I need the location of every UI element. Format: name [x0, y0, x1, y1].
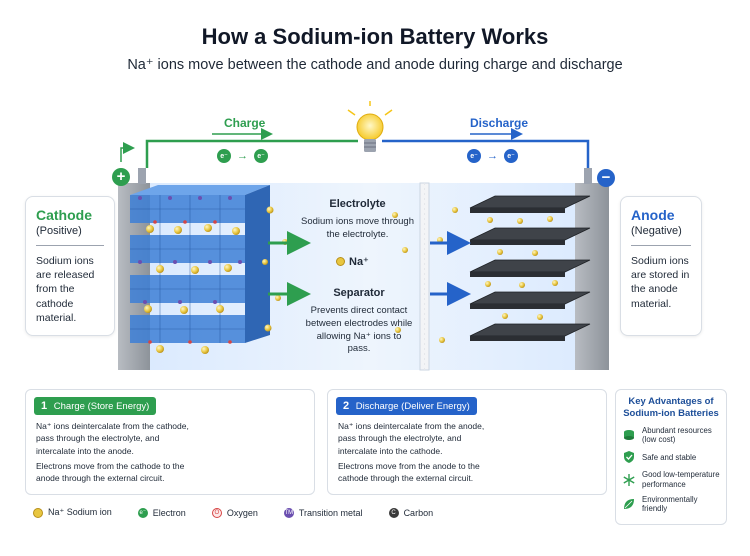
advantages-list: Abundant resources (low cost) Safe and s…: [616, 424, 726, 516]
anode-collector: [575, 183, 609, 370]
step-paragraph-1: Na⁺ ions deintercalate from the anode, p…: [338, 421, 485, 456]
separator-info: Separator Prevents direct contact betwee…: [305, 287, 413, 356]
electron-icon: e⁻: [467, 149, 481, 163]
electron-icon: e⁻: [137, 507, 148, 518]
anode-title: Anode: [631, 207, 675, 223]
plus-sign: +: [116, 168, 126, 185]
step-paragraph-2: Electrons move from the anode to the cat…: [338, 461, 480, 484]
minus-sign: −: [601, 169, 611, 186]
flow-arrow: →: [487, 150, 498, 162]
charge-label: Charge: [224, 116, 266, 130]
discharge-step-badge: 2 Discharge (Deliver Energy): [336, 396, 477, 415]
charge-electron-flow: e⁻ → e⁻: [217, 149, 268, 163]
step-paragraph-2: Electrons move from the cathode to the a…: [36, 461, 185, 484]
advantage-label: Good low-temperature performance: [642, 470, 720, 489]
legend-label: Electron: [152, 507, 186, 518]
cathode-material: [130, 185, 270, 354]
cathode-title: Cathode: [36, 207, 92, 223]
legend-item-carbon: C Carbon: [388, 507, 434, 518]
electrolyte-info: Electrolyte Sodium ions move through the…: [300, 198, 415, 242]
page-subtitle: Na⁺ ions move between the cathode and an…: [127, 57, 623, 73]
advantages-card: Key Advantages of Sodium-ion Batteries A…: [615, 389, 727, 525]
cathode-card: Cathode (Positive) Sodium ions are relea…: [25, 196, 115, 336]
positive-terminal-icon: [112, 168, 130, 186]
charge-step-badge: 1 Charge (Store Energy): [34, 396, 157, 415]
flow-arrow: →: [237, 150, 248, 162]
discharge-step-card: 2 Discharge (Deliver Energy) Na⁺ ions de…: [327, 389, 607, 495]
legend-label: Carbon: [403, 507, 434, 518]
page-title: How a Sodium-ion Battery Works: [201, 24, 549, 49]
electron-icon: e⁻: [254, 149, 268, 163]
advantage-item: Safe and stable: [622, 450, 720, 464]
advantages-title: Key Advantages of Sodium-ion Batteries: [623, 396, 719, 419]
electrolyte-description: Sodium ions move through the electrolyte…: [300, 216, 414, 240]
light-bulb-icon: [347, 101, 393, 152]
oxygen-icon: O: [211, 507, 222, 518]
advantage-item: Environmentally friendly: [622, 495, 720, 514]
charge-wire: [145, 139, 358, 168]
sodium-ion-label: Na⁺: [349, 256, 369, 268]
legend-label: Transition metal: [298, 507, 363, 518]
divider: [36, 245, 104, 246]
advantage-label: Environmentally friendly: [642, 495, 698, 514]
separator-description: Prevents direct contact between electrod…: [305, 305, 413, 355]
anode-subtitle: (Negative): [631, 225, 682, 237]
legend-item-transition-metal: TM Transition metal: [283, 507, 363, 518]
step-title: Charge (Store Energy): [53, 401, 150, 412]
step-number: 1: [41, 400, 48, 412]
negative-terminal-icon: [597, 169, 615, 187]
divider: [631, 245, 691, 246]
discharge-wire: [382, 139, 590, 168]
legend-item-electron: e⁻ Electron: [137, 507, 186, 518]
transition-metal-icon: TM: [283, 507, 294, 518]
legend-label: Oxygen: [226, 507, 258, 518]
anode-material: [469, 195, 591, 341]
discharge-label: Discharge: [470, 116, 529, 130]
advantage-item: Good low-temperature performance: [622, 470, 720, 489]
sodium-ion-icon: [336, 257, 345, 266]
charge-step-card: 1 Charge (Store Energy) Na⁺ ions deinter…: [25, 389, 315, 495]
coins-icon: [624, 430, 634, 441]
advantage-label: Abundant resources (low cost): [642, 425, 712, 445]
discharge-electron-flow: e⁻ → e⁻: [467, 149, 518, 163]
legend: Na⁺ Sodium ion e⁻ Electron O Oxygen TM T…: [33, 507, 433, 518]
advantage-label: Safe and stable: [642, 452, 697, 462]
carbon-icon: C: [388, 507, 399, 518]
anode-card: Anode (Negative) Sodium ions are stored …: [620, 196, 702, 336]
separator-membrane: [419, 182, 430, 371]
legend-item-sodium: Na⁺ Sodium ion: [33, 507, 112, 518]
advantage-item: Abundant resources (low cost): [622, 426, 720, 445]
shield-check-icon: [624, 451, 634, 464]
electron-icon: e⁻: [217, 149, 231, 163]
electron-icon: e⁻: [504, 149, 518, 163]
cathode-subtitle: (Positive): [36, 225, 82, 237]
separator-title: Separator: [333, 287, 385, 299]
cathode-description: Sodium ions are released from the cathod…: [36, 255, 95, 324]
legend-label: Na⁺ Sodium ion: [48, 507, 112, 517]
leaf-icon: [624, 499, 634, 510]
step-number: 2: [343, 400, 350, 412]
snowflake-icon: [623, 473, 635, 486]
legend-item-oxygen: O Oxygen: [211, 507, 258, 518]
anode-description: Sodium ions are stored in the anode mate…: [631, 255, 690, 310]
electrolyte-title: Electrolyte: [329, 198, 386, 210]
step-paragraph-1: Na⁺ ions deintercalate from the cathode,…: [36, 421, 189, 456]
sodium-ion-icon: [33, 507, 43, 518]
sodium-ion-marker: Na⁺: [336, 255, 369, 268]
step-title: Discharge (Deliver Energy): [355, 401, 470, 412]
